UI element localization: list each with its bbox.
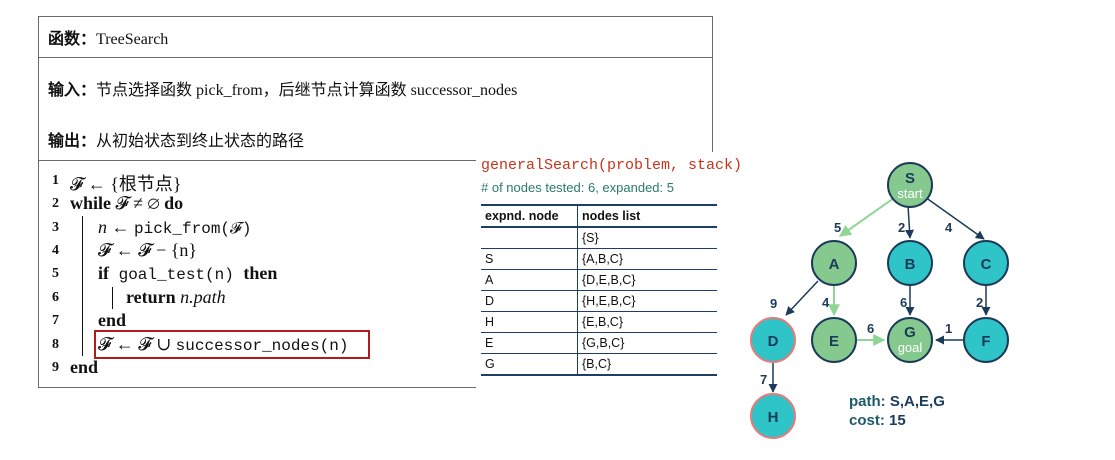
weight-s-b: 2	[898, 220, 905, 235]
trace-table: expnd. node nodes list {S} S{A,B,C} A{D,…	[481, 204, 717, 376]
svg-text:start: start	[897, 186, 923, 201]
table-header-row: expnd. node nodes list	[481, 204, 717, 228]
input-row: 输入：节点选择函数 pick_from，后继节点计算函数 successor_n…	[48, 76, 517, 100]
weight-s-a: 5	[834, 220, 841, 235]
node-b: B	[887, 240, 933, 286]
search-call: generalSearch(problem, stack)	[481, 157, 743, 174]
column-header: nodes list	[577, 204, 717, 228]
input-text: 节点选择函数 pick_from，后继节点计算函数 successor_node…	[96, 82, 518, 99]
if-scope-bar	[112, 287, 113, 309]
weight-e-g: 6	[867, 321, 874, 336]
weight-d-h: 7	[760, 372, 767, 387]
svg-text:B: B	[905, 256, 916, 273]
svg-text:F: F	[981, 333, 990, 350]
column-header: expnd. node	[481, 204, 578, 228]
edge-s-c	[924, 196, 985, 240]
table-row: D{H,E,B,C}	[481, 290, 717, 312]
weight-b-g: 6	[900, 295, 907, 310]
table-row: S{A,B,C}	[481, 248, 717, 270]
table-row: A{D,E,B,C}	[481, 269, 717, 291]
weight-a-d: 9	[770, 296, 777, 311]
weight-f-g: 1	[945, 321, 952, 336]
node-g: G goal	[887, 317, 933, 363]
search-trace-panel: generalSearch(problem, stack) # of nodes…	[476, 152, 742, 380]
path-result: path: S,A,E,G cost: 15	[849, 392, 945, 430]
weight-a-e: 4	[822, 295, 830, 310]
edge-a-d	[785, 280, 819, 316]
svg-text:C: C	[981, 256, 992, 273]
svg-text:H: H	[768, 409, 779, 426]
node-h: H	[750, 393, 796, 439]
svg-text:D: D	[768, 333, 779, 350]
edge-s-b	[905, 204, 915, 239]
svg-text:G: G	[904, 324, 916, 341]
node-a: A	[811, 240, 857, 286]
function-label: 函数：	[48, 31, 97, 48]
node-e: E	[811, 317, 857, 363]
node-f: F	[963, 317, 1009, 363]
algorithm-box: 函数：TreeSearch 输入：节点选择函数 pick_from，后继节点计算…	[38, 16, 713, 388]
weight-c-f: 2	[976, 295, 983, 310]
weight-s-c: 4	[945, 220, 953, 235]
search-stats: # of nodes tested: 6, expanded: 5	[481, 180, 674, 195]
cost-row: cost: 15	[849, 412, 906, 429]
table-row: E{G,B,C}	[481, 332, 717, 354]
table-row: G{B,C}	[481, 353, 717, 376]
function-row: 函数：TreeSearch	[48, 25, 168, 49]
svg-text:S: S	[905, 170, 915, 187]
input-label: 输入：	[48, 82, 97, 99]
svg-text:goal: goal	[898, 340, 923, 355]
successor-highlight-box	[94, 330, 370, 359]
output-row: 输出：从初始状态到终止状态的路径	[48, 127, 304, 151]
output-label: 输出：	[48, 133, 97, 150]
node-c: C	[963, 240, 1009, 286]
node-d: D	[750, 317, 796, 363]
while-scope-bar	[82, 216, 83, 356]
table-row: {S}	[481, 227, 717, 249]
output-text: 从初始状态到终止状态的路径	[96, 133, 305, 150]
edge-s-a	[839, 197, 895, 237]
node-s: S start	[887, 162, 933, 208]
function-name: TreeSearch	[96, 31, 169, 48]
table-row: H{E,B,C}	[481, 311, 717, 333]
search-graph: 5 2 4 9 4 6 2 6 1 7 S start A B C D E G …	[750, 162, 1009, 439]
path-row: path: S,A,E,G	[849, 393, 945, 410]
svg-text:E: E	[829, 333, 839, 350]
svg-text:A: A	[829, 256, 840, 273]
